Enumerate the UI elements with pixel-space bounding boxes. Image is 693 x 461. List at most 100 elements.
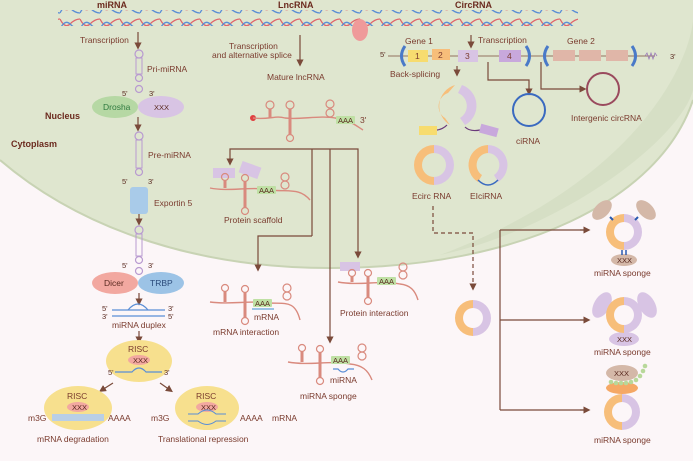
intergenic-arrow xyxy=(540,62,587,93)
gene1-label: Gene 1 xyxy=(405,36,433,46)
repression-label: Translational repression xyxy=(158,434,249,444)
risc-partner-3 xyxy=(196,402,218,412)
circ-3-prime: 3' xyxy=(670,52,676,61)
scaffold-polya-label: AAA xyxy=(259,186,274,195)
risc-partner-label-1: XXX xyxy=(133,356,148,365)
risc-label-1: RISC xyxy=(128,344,148,354)
mirna-duplex-glyph xyxy=(112,303,165,317)
exon-1-label: 1 xyxy=(415,51,420,61)
degradation-label: mRNA degradation xyxy=(37,434,109,444)
nucleus-region xyxy=(0,0,693,268)
mirna-sponge-outcome-2 xyxy=(592,292,657,346)
outcome-2-label: miRNA sponge xyxy=(594,347,651,357)
repression-m3g: m3G xyxy=(151,413,169,423)
risc-label-2: RISC xyxy=(67,391,87,401)
lncrna-splice-label: and alternative splice xyxy=(212,50,292,60)
mrna-interaction-label: mRNA interaction xyxy=(213,327,279,337)
protein-interaction-label: Protein interaction xyxy=(340,308,409,318)
exon-3 xyxy=(458,50,478,62)
trbp-label: TRBP xyxy=(150,278,173,288)
intergenic-circrna-circle xyxy=(586,72,620,106)
back-splicing-intermediate xyxy=(419,85,499,138)
risc-3-prime: 3' xyxy=(164,368,170,377)
cytoplasmic-pre-mirna xyxy=(134,225,144,276)
dna-helix xyxy=(58,10,578,26)
mrna-interaction-polya-label: AAA xyxy=(255,299,270,308)
drosha-partner-label: XXX xyxy=(154,103,169,112)
mirna-duplex-label: miRNA duplex xyxy=(112,320,167,330)
risc-partner-label-3: XXX xyxy=(201,403,216,412)
outcome-1-label: miRNA sponge xyxy=(594,268,651,278)
exon-2-label: 2 xyxy=(438,50,443,60)
protein-interaction-polya-label: AAA xyxy=(379,277,394,286)
repressed-mrna xyxy=(188,409,226,425)
protein-scaffold-label: Protein scaffold xyxy=(224,215,283,225)
rna-polymerase xyxy=(352,19,368,41)
degradation-arrow xyxy=(98,382,114,392)
scaffold-arrow xyxy=(230,148,313,236)
pre-mirna-hairpin xyxy=(134,131,144,177)
degraded-mrna-bar xyxy=(52,414,104,421)
risc-partner-2 xyxy=(67,402,89,412)
elcirna-label: EIciRNA xyxy=(470,191,502,201)
lncrna-polya-label: AAA xyxy=(338,116,353,125)
protein-interaction-arrow xyxy=(312,148,362,259)
mrna-interaction-polya xyxy=(253,299,272,307)
lncrna-sponge-polya xyxy=(331,356,350,364)
gene2-label: Gene 2 xyxy=(567,36,595,46)
ecircrna-label: Ecirc RNA xyxy=(412,191,452,201)
dicer-label: Dicer xyxy=(104,278,124,288)
export-dashed-arrow xyxy=(432,206,477,291)
exportin-5-prime: 5' xyxy=(122,177,128,186)
mrna-interaction-mrna-label: mRNA xyxy=(254,312,279,322)
elcirna-ring xyxy=(468,145,508,186)
lncrna-header: LncRNA xyxy=(278,0,314,10)
back-splicing-label: Back-splicing xyxy=(390,69,440,79)
dicer-5-prime: 5' xyxy=(122,261,128,270)
mirna-transcription-label: Transcription xyxy=(80,35,129,45)
exon-4-label: 4 xyxy=(507,51,512,61)
lncrna-transcription-label: Transcription xyxy=(229,41,278,51)
lncrna-mirna-sponge-molecule xyxy=(287,343,373,386)
drosha-partner-protein xyxy=(138,96,184,118)
risc-5-prime: 5' xyxy=(108,368,114,377)
drosha-label: Drosha xyxy=(103,102,131,112)
exon-1 xyxy=(408,50,428,62)
dicer-protein xyxy=(92,272,138,294)
repression-arrow xyxy=(159,382,173,393)
trbp-protein xyxy=(138,272,184,294)
circ-5-prime: 5' xyxy=(380,50,386,59)
mirna-sponge-outcome-1 xyxy=(592,200,656,266)
dicer-3-prime: 3' xyxy=(148,261,154,270)
risc-guide-strand xyxy=(115,367,162,373)
circrna-header: CircRNA xyxy=(455,0,493,10)
mirna-header: miRNA xyxy=(97,0,128,10)
protein-interaction-molecule xyxy=(337,262,419,306)
outcome-branch-lines xyxy=(499,229,586,411)
cirna-label: ciRNA xyxy=(516,136,540,146)
duplex-5-prime-right: 5' xyxy=(168,312,174,321)
exportin-3-prime: 3' xyxy=(148,177,154,186)
risc-partner-1 xyxy=(128,355,150,365)
risc-label-3: RISC xyxy=(196,391,216,401)
pri-mirna-hairpin xyxy=(134,49,144,94)
scaffold-polya xyxy=(257,186,276,194)
exportin-5-protein xyxy=(130,187,148,214)
outcome-3-partner-label: XXX xyxy=(614,369,629,378)
duplex-3-prime-left: 3' xyxy=(102,312,108,321)
lncrna-sponge-polya-label: AAA xyxy=(333,356,348,365)
circ-transcription-label: Transcription xyxy=(478,35,527,45)
lncrna-3-prime: 3' xyxy=(360,115,367,125)
nucleus-inner-shade xyxy=(440,20,693,255)
pri-mirna-label: Pri-miRNA xyxy=(147,64,187,74)
degradation-m3g: m3G xyxy=(28,413,46,423)
ecircrna-ring xyxy=(414,145,454,185)
intergenic-label: Intergenic circRNA xyxy=(571,113,642,123)
translation-outcome-3 xyxy=(604,363,648,430)
nucleus-label: Nucleus xyxy=(45,111,80,121)
duplex-3-prime-right: 3' xyxy=(168,304,174,313)
cirna-arrow xyxy=(487,62,533,96)
exportin-label: Exportin 5 xyxy=(154,198,193,208)
